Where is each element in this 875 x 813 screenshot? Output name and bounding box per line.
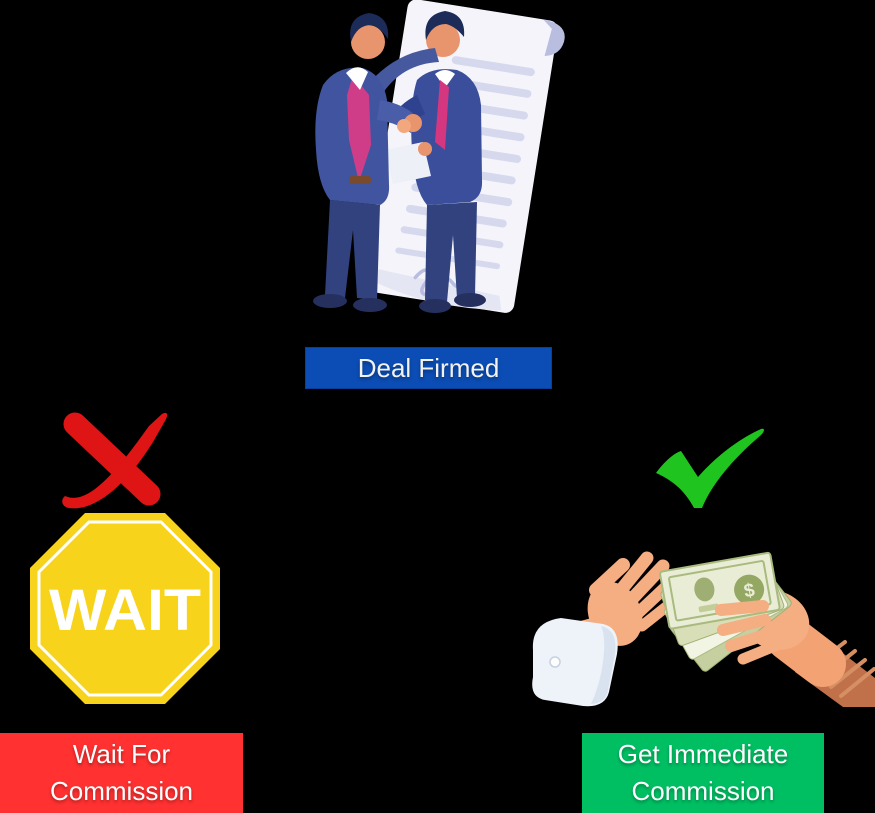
dollar-bills: $ <box>659 551 792 672</box>
octagon-shape <box>30 513 220 704</box>
wait-banner-line2: Commission <box>49 776 194 806</box>
scroll-curl <box>543 19 565 57</box>
green-check-icon <box>651 428 766 510</box>
deal-firmed-banner: Deal Firmed <box>305 347 552 389</box>
dollar-sign: $ <box>742 580 756 603</box>
pink-tie <box>435 80 449 150</box>
wait-octagon-sign: WAIT <box>28 511 222 706</box>
pink-vest <box>347 75 371 182</box>
hand-giving-money-illustration: $ <box>523 522 875 707</box>
wait-for-commission-banner: Wait For Commission <box>0 733 243 813</box>
cuff-button <box>549 656 561 668</box>
handshake-contract-illustration <box>285 0 565 325</box>
octagon-inner-border <box>37 520 213 697</box>
receiving-hand <box>532 551 676 707</box>
wait-label: WAIT <box>49 578 201 643</box>
handshake-hands <box>397 114 422 133</box>
get-immediate-commission-banner: Get Immediate Commission <box>582 733 824 813</box>
money-hands-svg: $ <box>532 551 875 707</box>
gripping-fingers <box>715 600 783 665</box>
businessman-right <box>385 11 486 313</box>
wait-octagon-svg: WAIT <box>30 513 220 704</box>
handshake-contract-svg <box>313 0 565 313</box>
wait-banner-line1: Wait For <box>72 739 171 769</box>
businessman-left <box>313 13 439 312</box>
red-cross-svg <box>62 412 168 509</box>
paid-banner-line1: Get Immediate <box>617 739 789 769</box>
shirt-cuff <box>532 618 618 707</box>
paid-banner-line2: Commission <box>631 776 775 806</box>
green-check-svg <box>656 428 764 508</box>
deal-firmed-label: Deal Firmed <box>357 353 500 383</box>
red-cross-icon <box>57 412 169 512</box>
